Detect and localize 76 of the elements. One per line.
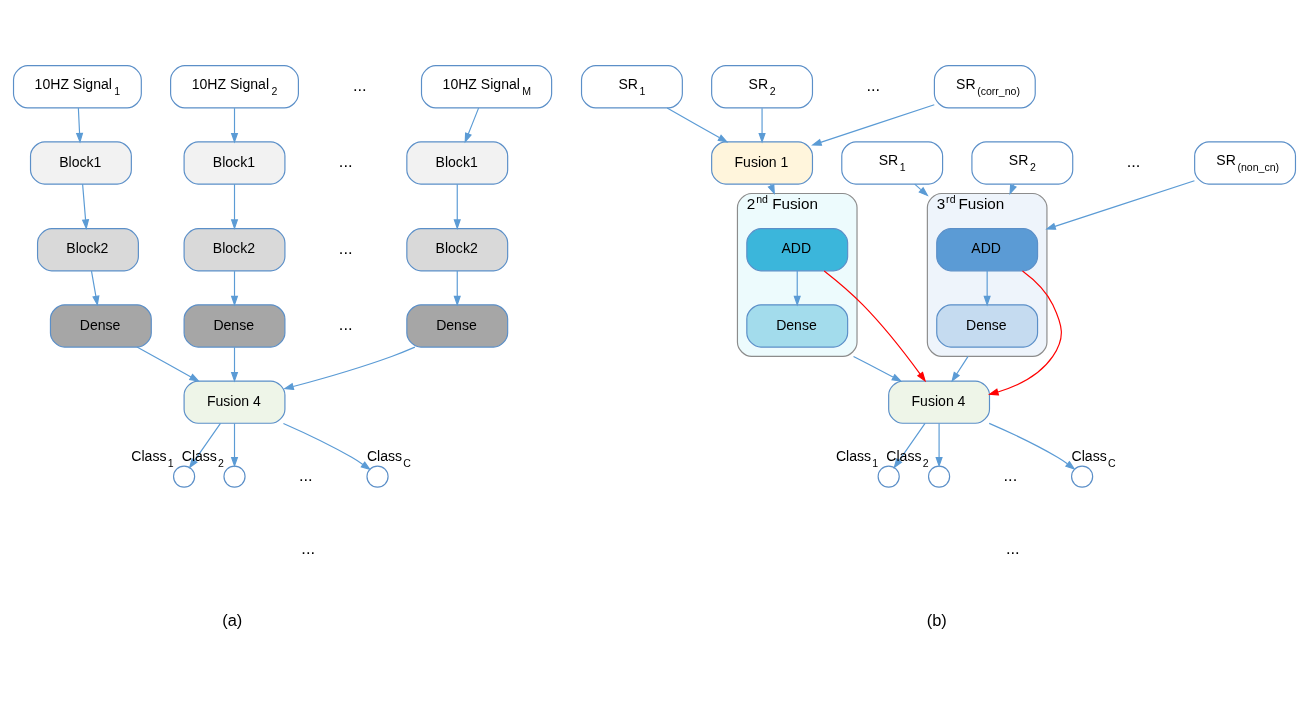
node-box: SR$_{1}$ [841, 141, 944, 185]
arrow [983, 270, 991, 307]
node-box: Dense [746, 304, 849, 348]
node-box: SR$_{(non_cn)}$ [1194, 141, 1297, 185]
node-box: 10HZ Signal$_{M}$ [420, 65, 553, 109]
arrow [893, 422, 926, 469]
node-label: Class$_{1}$ [835, 447, 879, 469]
node-label: Class$_{C}$ [1071, 447, 1116, 469]
node-box: Block2 [406, 228, 509, 272]
node-box: Dense [49, 304, 152, 348]
arrow [230, 270, 239, 307]
arrow [453, 270, 461, 307]
node-box: SR$_{(corr_no)}$ [933, 65, 1036, 109]
arrow [136, 346, 200, 382]
arrow [935, 422, 943, 468]
node-box: 10HZ Signal$_{2}$ [170, 65, 299, 109]
node-circle [1070, 465, 1094, 488]
node-circle [877, 465, 900, 488]
arrow [1045, 180, 1195, 230]
arrow [951, 355, 969, 383]
arrow [811, 104, 935, 146]
label: (a) [222, 611, 243, 630]
node-box: Block1 [406, 141, 509, 185]
label: ... [338, 152, 353, 171]
label: ... [352, 76, 367, 95]
label: ... [338, 239, 353, 258]
arrow [90, 270, 100, 307]
arrow [81, 183, 90, 230]
arrow [988, 422, 1076, 470]
label: ... [298, 465, 313, 484]
arrow [666, 107, 729, 143]
arrow [793, 270, 801, 307]
arrow [230, 107, 239, 144]
node-box: Fusion 4 [888, 380, 991, 424]
node-circle [366, 465, 389, 488]
node-box: Block1 [183, 141, 286, 185]
label: ... [866, 76, 881, 95]
arrow [852, 355, 903, 382]
node-box: Dense [406, 304, 509, 348]
arrow [282, 422, 372, 471]
node-label: Class$_{1}$ [131, 447, 174, 469]
label: ... [338, 315, 353, 334]
node-box: ADD [936, 228, 1039, 272]
node-box: Dense [183, 304, 286, 348]
arrow [823, 270, 927, 383]
node-label: Class$_{C}$ [366, 447, 411, 469]
node-label: Class$_{2}$ [181, 447, 224, 469]
node-box: SR$_{1}$ [580, 65, 683, 109]
node-box: ADD [746, 228, 849, 272]
arrow [453, 183, 461, 230]
arrow [75, 107, 84, 144]
label: (b) [926, 611, 947, 630]
arrow [230, 346, 239, 383]
arrow [1009, 183, 1017, 196]
node-circle [927, 465, 951, 488]
label: ... [1005, 538, 1020, 557]
node-box: 10HZ Signal$_{1}$ [12, 65, 142, 109]
node-label: Class$_{2}$ [886, 447, 929, 469]
arrow [230, 183, 239, 230]
arrow [758, 107, 766, 144]
arrow [230, 422, 239, 468]
node-circle [223, 465, 246, 488]
node-box: Dense [936, 304, 1039, 348]
label: ... [301, 538, 316, 557]
node-box: Block1 [29, 141, 132, 185]
node-circle [172, 465, 196, 488]
node-box: Block2 [36, 228, 139, 272]
arrow [914, 183, 929, 197]
label: ... [1003, 465, 1018, 484]
arrow [283, 346, 416, 390]
node-box: SR$_{2}$ [711, 65, 814, 109]
node-box: Fusion 4 [183, 380, 286, 424]
arrow [988, 270, 1062, 396]
node-box: Block2 [183, 228, 286, 272]
label: ... [1126, 152, 1141, 171]
arrow [464, 107, 480, 144]
